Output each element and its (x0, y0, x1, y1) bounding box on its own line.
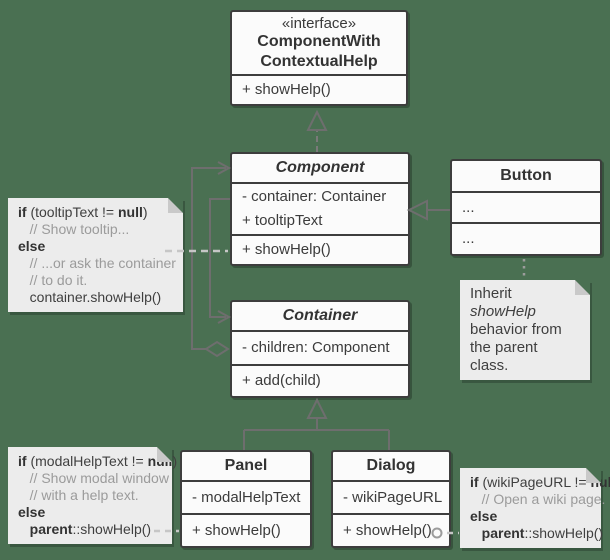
button-generalization-triangle-icon (406, 199, 428, 221)
methods-section: + showHelp() (232, 234, 408, 264)
methods-section: ... (452, 222, 600, 254)
aggregation-line (191, 167, 226, 350)
attributes-section: - container: Container + tooltipText (232, 182, 408, 234)
class-box-container: Container - children: Component + add(ch… (230, 300, 410, 398)
generalization-tree-line (243, 418, 390, 450)
class-title-panel: Panel (224, 457, 268, 474)
attributes-section: - children: Component (232, 330, 408, 364)
note-inherit-behavior: Inherit showHelp behavior from the paren… (460, 280, 590, 380)
methods-section: + showHelp() (232, 74, 406, 104)
realization-triangle-icon (306, 109, 328, 131)
ellipsis-row: ... (462, 230, 475, 247)
attributes-section: - modalHelpText (182, 480, 310, 513)
class-box-component-with-contextual-help: «interface» ComponentWith ContextualHelp… (230, 10, 408, 106)
class-title-dialog: Dialog (366, 457, 416, 474)
code-note-tooltip-logic: if (tooltipText != null) // Show tooltip… (8, 198, 183, 312)
methods-section: + add(child) (232, 364, 408, 396)
class-title-interface: «interface» ComponentWith ContextualHelp (232, 12, 406, 74)
open-arrowhead-icon (217, 310, 232, 324)
methods-section: + showHelp() (182, 513, 310, 546)
method-showhelp: + showHelp() (242, 81, 331, 98)
attributes-section: - wikiPageURL (333, 480, 449, 513)
method-add-child: + add(child) (242, 372, 321, 389)
attr-wikipageurl: - wikiPageURL (343, 488, 443, 506)
ellipsis-row: ... (462, 198, 475, 216)
code-note-wiki-logic: if (wikiPageURL != null) // Open a wiki … (460, 468, 610, 548)
attr-modalhelptext: - modalHelpText (192, 488, 301, 506)
open-arrowhead-icon (217, 161, 232, 175)
class-name-line1: ComponentWith (257, 32, 381, 50)
method-showhelp: + showHelp() (242, 241, 331, 258)
method-showhelp: + showHelp() (343, 521, 432, 539)
class-title-container: Container (282, 307, 358, 324)
stereotype-label: «interface» (281, 14, 357, 32)
code-note-modal-logic: if (modalHelpText != null) // Show modal… (8, 447, 177, 544)
class-box-button: Button ... ... (450, 159, 602, 256)
class-box-panel: Panel - modalHelpText + showHelp() (180, 450, 312, 548)
attr-children: - children: Component (242, 339, 390, 356)
class-title-component: Component (275, 159, 365, 176)
attributes-section: ... (452, 191, 600, 222)
generalization-triangle-icon (306, 397, 328, 419)
aggregation-diamond-icon (204, 340, 230, 358)
class-box-component: Component - container: Container + toolt… (230, 152, 410, 266)
class-name-line2: ContextualHelp (260, 52, 378, 70)
class-title-button: Button (500, 167, 552, 184)
method-showhelp: + showHelp() (192, 521, 281, 539)
association-line (209, 198, 230, 318)
attr-container: - container: Container (242, 188, 387, 205)
class-box-dialog: Dialog - wikiPageURL + showHelp() (331, 450, 451, 548)
attr-tooltiptext: + tooltipText (242, 212, 323, 229)
methods-section: + showHelp() (333, 513, 449, 546)
